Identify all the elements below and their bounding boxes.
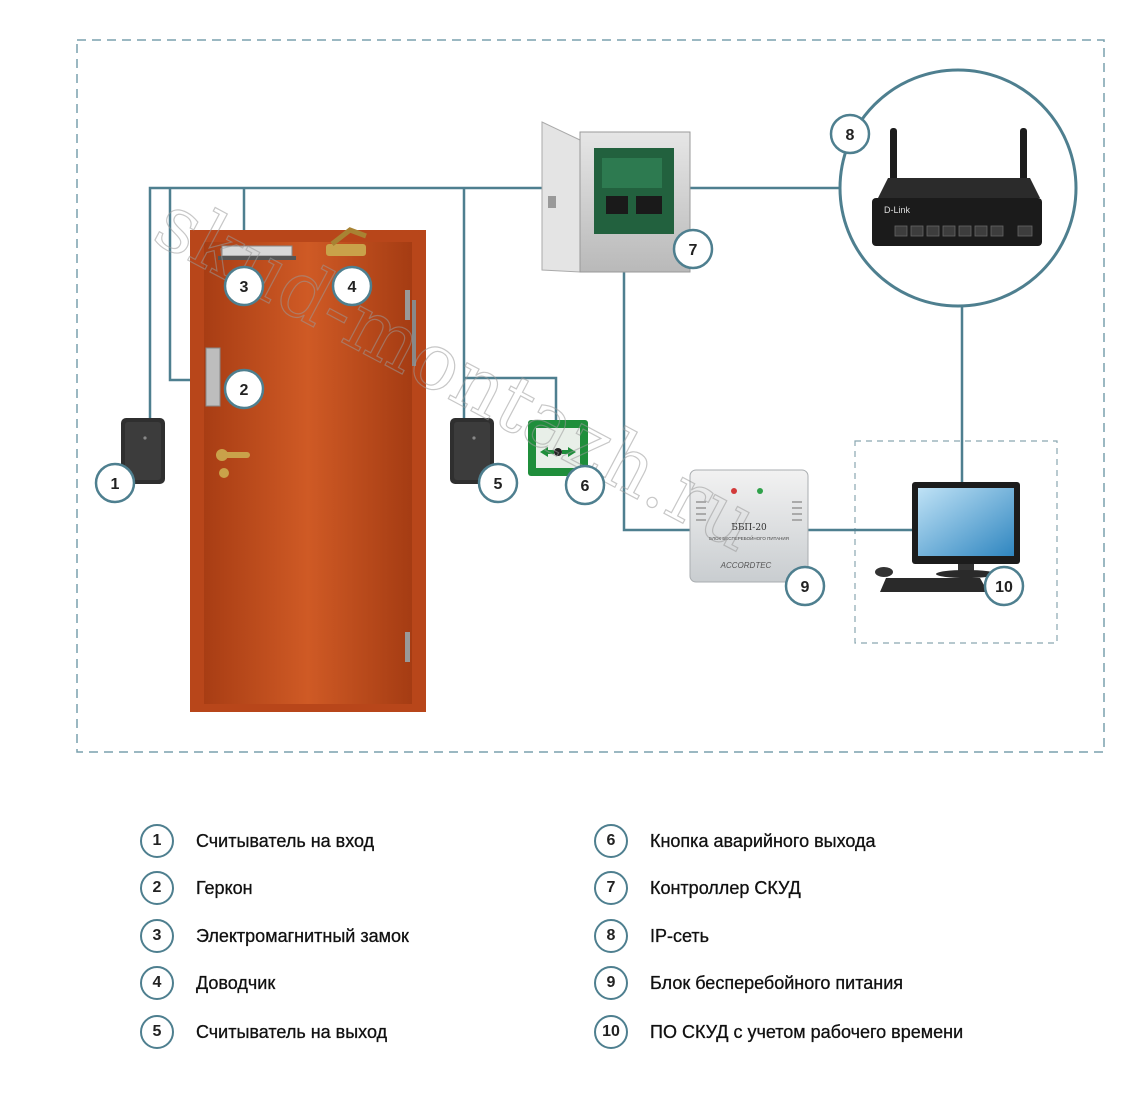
legend-label: Кнопка аварийного выхода <box>650 830 876 851</box>
door <box>190 230 426 712</box>
svg-text:4: 4 <box>348 279 357 296</box>
svg-text:3: 3 <box>240 279 249 296</box>
legend-label: Геркон <box>196 877 253 898</box>
svg-text:6: 6 <box>581 478 590 495</box>
svg-text:10: 10 <box>995 579 1013 596</box>
wiring <box>148 186 964 532</box>
router: D-Link <box>872 128 1042 246</box>
door-closer <box>326 227 367 256</box>
svg-text:1: 1 <box>111 476 120 493</box>
ip-network: D-Link <box>838 68 1078 308</box>
ups-power-supply: ББП-20 БЛОК БЕСПЕРЕБОЙНОГО ПИТАНИЯ ACCOR… <box>689 469 809 583</box>
svg-text:8: 8 <box>846 127 855 144</box>
router-brand: D-Link <box>884 205 911 215</box>
legend-number: 9 <box>594 966 628 1000</box>
electromagnetic-lock <box>218 245 296 260</box>
exit-reader <box>450 418 494 484</box>
psu-brand: ACCORDTEC <box>720 561 772 570</box>
acs-software-workstation <box>875 482 1020 592</box>
badge-1: 1 <box>94 462 136 504</box>
wire-controller-psu <box>622 252 690 532</box>
legend-number: 7 <box>594 871 628 905</box>
legend-label: IP-сеть <box>650 925 710 946</box>
legend-label: Блок бесперебойного питания <box>650 972 904 993</box>
legend-number: 6 <box>594 824 628 858</box>
legend-item-6: 6 Кнопка аварийного выхода <box>594 821 876 861</box>
legend-label: Считыватель на выход <box>196 1021 388 1042</box>
legend-item-1: 1 Считыватель на вход <box>140 821 374 861</box>
acs-controller <box>541 121 691 273</box>
badge-9: 9 <box>784 565 826 607</box>
badge-10: 10 <box>983 565 1025 607</box>
emergency-exit-button <box>528 420 588 476</box>
legend-label: Доводчик <box>196 972 276 993</box>
entry-reader <box>121 418 165 484</box>
legend-number: 10 <box>594 1015 628 1049</box>
badge-3: 3 <box>223 265 265 307</box>
badge-8: 8 <box>829 113 871 155</box>
psu-subtitle: БЛОК БЕСПЕРЕБОЙНОГО ПИТАНИЯ <box>709 534 789 541</box>
legend-number: 8 <box>594 919 628 953</box>
legend-item-5: 5 Считыватель на выход <box>140 1012 387 1052</box>
legend-item-10: 10 ПО СКУД с учетом рабочего времени <box>594 1012 963 1052</box>
workstation-frame <box>854 440 1058 644</box>
badge-7: 7 <box>672 228 714 270</box>
legend-item-8: 8 IP-сеть <box>594 916 709 956</box>
svg-text:7: 7 <box>689 242 698 259</box>
svg-text:2: 2 <box>240 382 249 399</box>
legend-number: 3 <box>140 919 174 953</box>
legend-label: Считыватель на вход <box>196 830 375 851</box>
legend-number: 1 <box>140 824 174 858</box>
svg-text:9: 9 <box>801 579 810 596</box>
legend-number: 4 <box>140 966 174 1000</box>
wire-exit-button <box>464 376 558 420</box>
legend-item-3: 3 Электромагнитный замок <box>140 916 409 956</box>
badge-2: 2 <box>223 368 265 410</box>
svg-text:5: 5 <box>494 476 503 493</box>
legend-item-4: 4 Доводчик <box>140 963 275 1003</box>
psu-model: ББП-20 <box>731 523 767 533</box>
legend-item-7: 7 Контроллер СКУД <box>594 868 801 908</box>
legend-item-2: 2 Геркон <box>140 868 253 908</box>
legend-number: 5 <box>140 1015 174 1049</box>
access-control-diagram: D-Link ББП-20 БЛОК БЕСПЕРЕБОЙНОГО ПИТА <box>76 39 1105 753</box>
wire-main-bus <box>148 186 542 418</box>
badge-6: 6 <box>564 464 606 506</box>
legend-item-9: 9 Блок бесперебойного питания <box>594 963 903 1003</box>
legend-label: ПО СКУД с учетом рабочего времени <box>650 1021 964 1042</box>
door-handle <box>216 449 250 478</box>
system-boundary-frame <box>76 39 1105 753</box>
legend-label: Контроллер СКУД <box>650 877 801 898</box>
legend-label: Электромагнитный замок <box>196 925 409 946</box>
badge-4: 4 <box>331 265 373 307</box>
reed-switch <box>205 347 221 407</box>
legend-number: 2 <box>140 871 174 905</box>
badge-5: 5 <box>477 462 519 504</box>
